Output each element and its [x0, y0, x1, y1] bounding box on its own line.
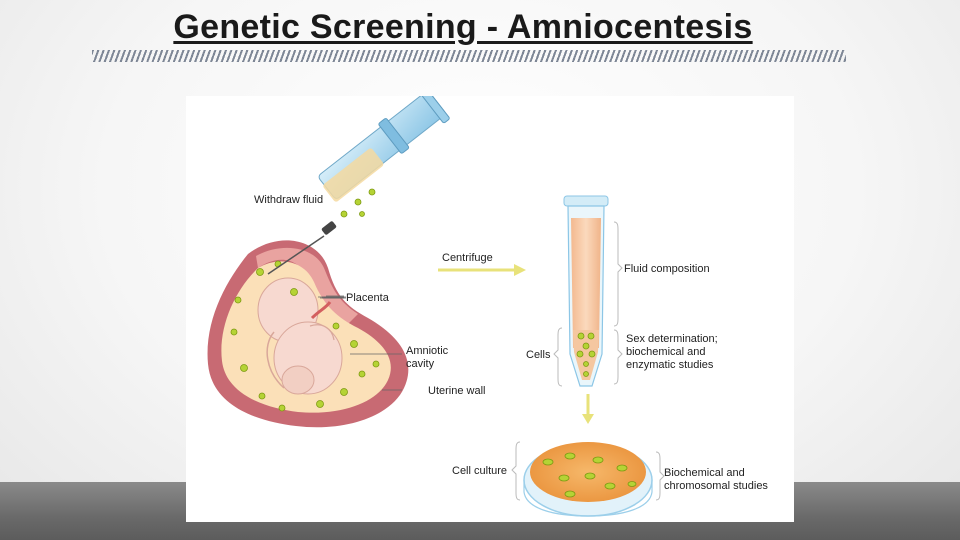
label-chromosomal-studies: chromosomal studies: [664, 480, 768, 492]
centrifuge-tube: [553, 195, 623, 387]
leader-lines: [318, 295, 402, 391]
label-fluid-composition: Fluid composition: [624, 263, 710, 275]
label-placenta: Placenta: [346, 292, 390, 304]
petri-dish: [511, 441, 665, 517]
syringe-needle: [267, 235, 325, 275]
fluid-bracket: [613, 221, 623, 327]
uterus-illustration: [207, 240, 409, 428]
label-centrifuge: Centrifuge: [442, 252, 493, 264]
culture-bracket-left: [511, 441, 521, 501]
culture-medium: [530, 442, 646, 502]
amniotic-cells: [230, 260, 380, 412]
label-cavity: cavity: [406, 358, 435, 370]
label-enzymatic-studies: enzymatic studies: [626, 359, 714, 371]
culture-bracket-right: [655, 451, 665, 501]
cell-pellet: [573, 330, 599, 380]
umbilical-cord: [310, 301, 332, 320]
label-sex-determination: Sex determination;: [626, 333, 718, 345]
amniocentesis-diagram: Withdraw fluid Centrifuge Placenta Amnio…: [186, 96, 794, 522]
syringe-fluid: [323, 148, 384, 202]
cells-bracket-left: [553, 327, 563, 387]
diagram-canvas: Withdraw fluid Centrifuge Placenta Amnio…: [207, 96, 768, 517]
label-withdraw-fluid: Withdraw fluid: [254, 194, 323, 206]
centrifuge-arrow: [438, 264, 526, 276]
slide-title: Genetic Screening - Amniocentesis: [173, 8, 753, 46]
label-biochemical: Biochemical and: [664, 467, 745, 479]
culture-arrow: [582, 394, 594, 424]
label-cells: Cells: [526, 349, 551, 361]
label-amniotic: Amniotic: [406, 345, 449, 357]
label-biochemical-and: biochemical and: [626, 346, 706, 358]
placenta-shape: [256, 247, 358, 324]
label-uterine-wall: Uterine wall: [428, 385, 485, 397]
supernatant-fluid: [571, 218, 601, 348]
label-cell-culture: Cell culture: [452, 465, 507, 477]
fetus-illustration: [257, 277, 343, 395]
syringe-illustration: [267, 96, 450, 275]
title-divider: [92, 50, 846, 62]
cells-bracket-right: [613, 329, 623, 385]
